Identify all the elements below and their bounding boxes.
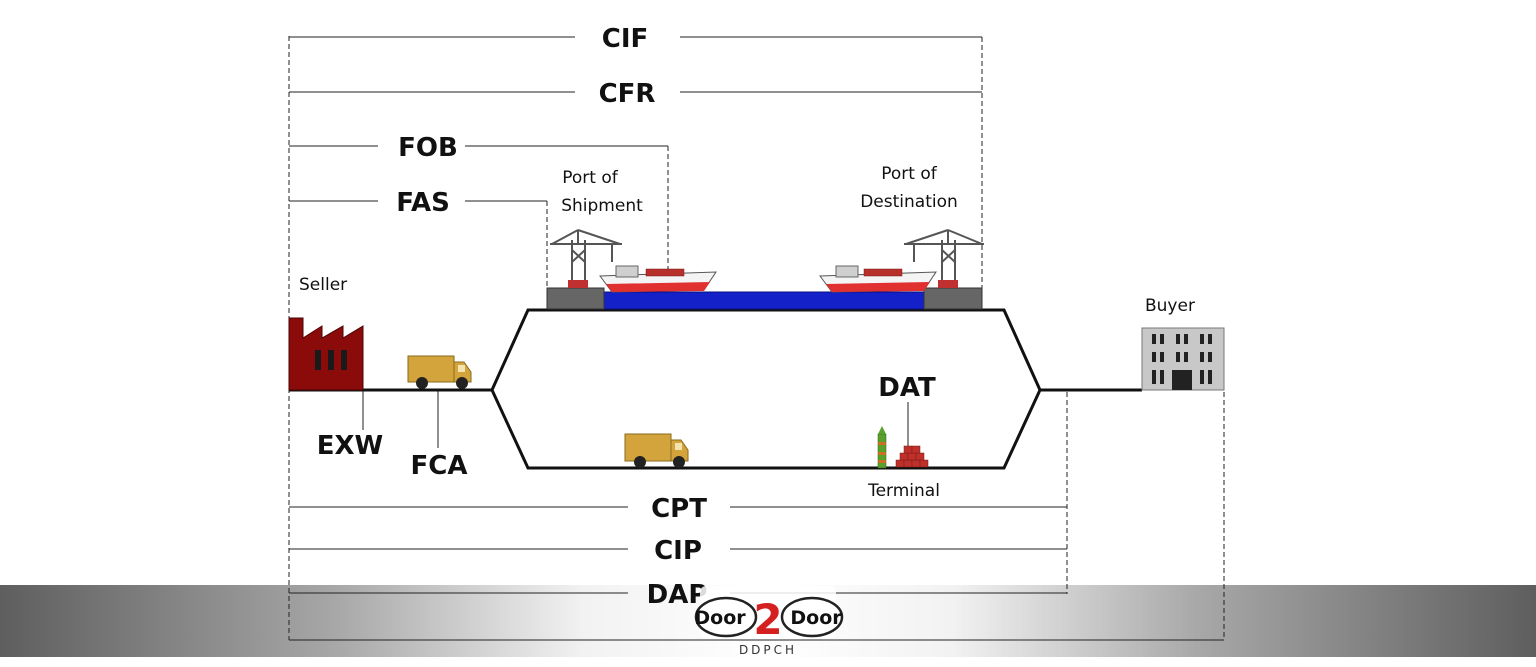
seller-label: Seller — [299, 275, 347, 295]
logo-left-word: Door — [694, 607, 746, 629]
term-cip-label: CIP — [654, 536, 702, 566]
ship-destination-icon — [819, 265, 937, 293]
term-cif-label: CIF — [602, 24, 649, 54]
term-dap-label: DAP — [647, 580, 708, 610]
port-shipment-label-line1: Port of — [562, 168, 619, 188]
buyer-building-icon — [1141, 327, 1225, 391]
term-fas-label: FAS — [396, 188, 450, 218]
port-destination-label-line2: Destination — [860, 192, 958, 212]
terminal-tower-icon — [877, 426, 887, 469]
factory-icon — [288, 317, 364, 391]
port-destination-label-line1: Port of — [881, 164, 938, 184]
bracket-cif — [288, 36, 983, 640]
bracket-bottom — [289, 392, 1225, 641]
sea-water — [603, 291, 925, 310]
term-cpt-label: CPT — [651, 494, 707, 524]
route-outline — [289, 308, 1142, 470]
port-shipment-label-line2: Shipment — [561, 196, 643, 216]
term-cfr-label: CFR — [599, 79, 656, 109]
buyer-label: Buyer — [1145, 296, 1195, 316]
crane-destination-icon — [904, 229, 984, 288]
truck-main-carriage-icon — [624, 433, 689, 468]
door2door-logo: Door 2 Door DDPCH — [694, 586, 844, 657]
logo-right-word: Door — [790, 607, 842, 629]
truck-fca-icon — [407, 355, 472, 389]
bracket-cpt — [289, 392, 1068, 594]
footer-bottom-strip — [0, 657, 1536, 667]
ship-shipment-icon — [599, 265, 717, 293]
bracket-fob — [289, 145, 669, 280]
term-fca-label: FCA — [411, 451, 468, 481]
term-exw-label: EXW — [317, 431, 384, 461]
term-fob-label: FOB — [398, 133, 458, 163]
terminal-label: Terminal — [867, 481, 940, 501]
dock-destination — [923, 287, 983, 310]
logo-middle-numeral: 2 — [753, 595, 782, 644]
dock-shipment — [546, 287, 605, 310]
crane-shipment-icon — [550, 229, 622, 288]
bracket-fas — [289, 200, 548, 288]
term-dat-label: DAT — [878, 373, 936, 403]
terminal-cargo-stack-icon — [895, 445, 929, 468]
logo-subtitle: DDPCH — [739, 643, 797, 657]
